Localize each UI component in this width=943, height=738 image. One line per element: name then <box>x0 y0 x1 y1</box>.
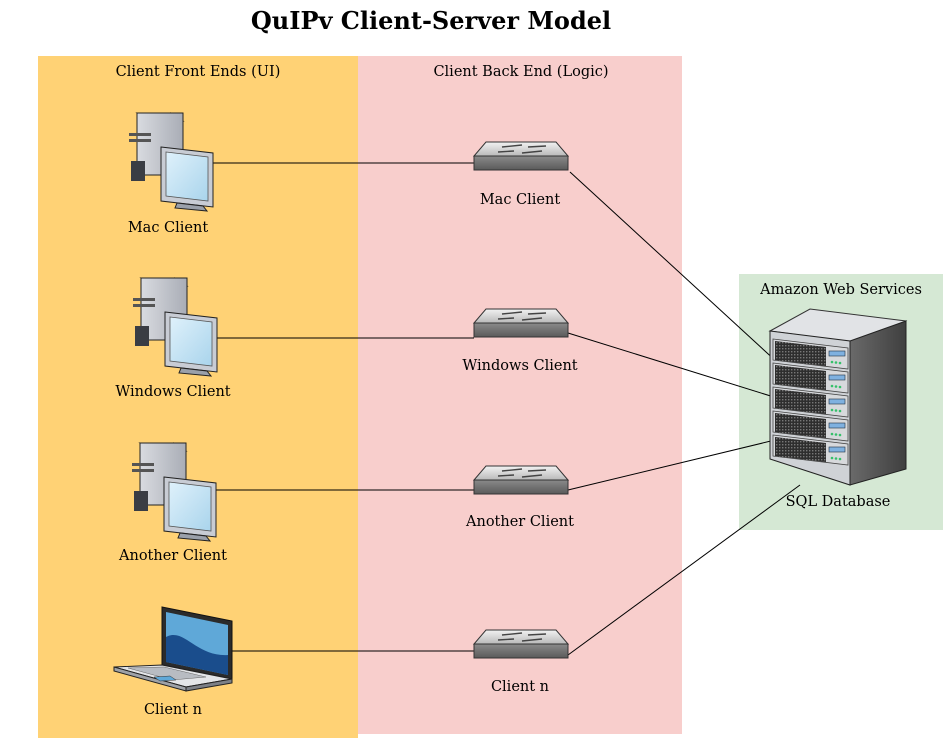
network-switch-icon <box>473 308 569 338</box>
front-client-label: Mac Client <box>128 220 209 236</box>
front-client-label: Windows Client <box>115 384 230 400</box>
diagram-title: QuIPv Client-Server Model <box>251 6 611 35</box>
front-client-label: Client n <box>144 702 202 718</box>
back-client-label: Another Client <box>465 514 574 530</box>
back-client-label: Windows Client <box>462 358 577 374</box>
front-client-label: Another Client <box>118 548 227 564</box>
back-client-label: Mac Client <box>480 192 561 208</box>
aws-zone-label: Amazon Web Services <box>759 282 922 298</box>
back-client-label: Client n <box>491 679 549 695</box>
network-switch-icon <box>473 629 569 659</box>
network-switch-icon <box>473 465 569 495</box>
connector-line <box>569 171 791 375</box>
back-end-zone-label: Client Back End (Logic) <box>433 64 608 80</box>
server-rack-icon <box>769 308 907 486</box>
connector-line <box>567 332 791 403</box>
front-end-zone-label: Client Front Ends (UI) <box>116 64 281 80</box>
network-switch-icon <box>473 141 569 171</box>
database-label: SQL Database <box>786 494 891 510</box>
connector-line <box>567 433 801 491</box>
connector-line <box>567 484 801 656</box>
